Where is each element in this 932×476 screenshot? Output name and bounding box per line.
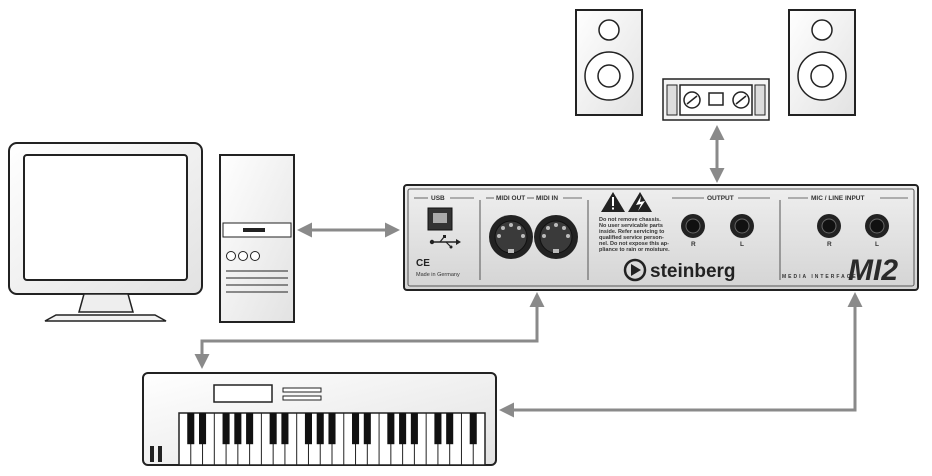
output-r-label: R bbox=[691, 241, 696, 248]
right-speaker bbox=[788, 9, 856, 116]
midi-keyboard bbox=[142, 372, 497, 466]
connections bbox=[194, 125, 863, 418]
midi-out-port bbox=[489, 215, 533, 259]
warning-line-5: nel. Do not expose this ap- bbox=[599, 241, 669, 247]
model-badge: MI2 bbox=[848, 254, 898, 287]
midi-in-label: MIDI IN bbox=[536, 195, 558, 202]
usb-port bbox=[427, 207, 453, 231]
black-key bbox=[352, 413, 360, 445]
black-key bbox=[222, 413, 230, 445]
black-key bbox=[399, 413, 407, 445]
input-r-label: R bbox=[827, 241, 832, 248]
input-l-label: L bbox=[875, 241, 879, 248]
black-key bbox=[234, 413, 242, 445]
steinberg-logo: steinberg bbox=[623, 258, 736, 282]
black-key bbox=[199, 413, 207, 445]
warning-line-1: Do not remove chassis. bbox=[599, 217, 661, 223]
usb-icon bbox=[429, 235, 461, 249]
ce-mark: CE bbox=[416, 258, 430, 269]
black-key bbox=[410, 413, 418, 445]
computer-monitor bbox=[8, 142, 203, 322]
high-voltage-icon bbox=[628, 192, 652, 212]
midi-in-port bbox=[534, 215, 578, 259]
black-key bbox=[316, 413, 324, 445]
output-r-jack bbox=[681, 214, 705, 238]
media-interface-label: MEDIA INTERFACE bbox=[782, 274, 858, 280]
black-key bbox=[187, 413, 195, 445]
output-l-label: L bbox=[740, 241, 744, 248]
keyboard-keys bbox=[178, 412, 486, 466]
warning-line-6: pliance to rain or moisture. bbox=[599, 247, 670, 253]
left-speaker bbox=[575, 9, 643, 116]
warning-line-4: qualified service person- bbox=[599, 235, 664, 241]
brand-name: steinberg bbox=[650, 261, 736, 282]
input-l-jack bbox=[865, 214, 889, 238]
mic-line-label: MIC / LINE INPUT bbox=[811, 195, 864, 202]
black-key bbox=[446, 413, 454, 445]
black-key bbox=[328, 413, 336, 445]
keyboard-buttons bbox=[282, 387, 322, 401]
audio-input-cable-arrow bbox=[499, 292, 863, 418]
midi-out-label: MIDI OUT bbox=[496, 195, 525, 202]
warning-triangle-icon bbox=[601, 192, 625, 212]
keyboard-display bbox=[213, 384, 273, 403]
black-key bbox=[246, 413, 254, 445]
warning-text: Do not remove chassis. No user servicabl… bbox=[599, 217, 670, 253]
black-key bbox=[469, 413, 477, 445]
black-key bbox=[434, 413, 442, 445]
output-l-jack bbox=[730, 214, 754, 238]
input-r-jack bbox=[817, 214, 841, 238]
usb-label: USB bbox=[431, 195, 445, 202]
black-key bbox=[363, 413, 371, 445]
computer-tower bbox=[219, 154, 295, 323]
output-label: OUTPUT bbox=[707, 195, 734, 202]
mi2-interface: USB CE Made in Germany MIDI OUT MIDI IN bbox=[403, 184, 919, 291]
monitor-controller bbox=[662, 78, 770, 121]
black-key bbox=[269, 413, 277, 445]
warning-line-3: inside. Refer servicing to bbox=[599, 229, 665, 235]
warning-line-2: No user servicable parts bbox=[599, 223, 663, 229]
made-in-label: Made in Germany bbox=[416, 272, 460, 278]
black-key bbox=[387, 413, 395, 445]
black-key bbox=[304, 413, 312, 445]
black-key bbox=[281, 413, 289, 445]
keyboard-wheels bbox=[150, 446, 162, 462]
